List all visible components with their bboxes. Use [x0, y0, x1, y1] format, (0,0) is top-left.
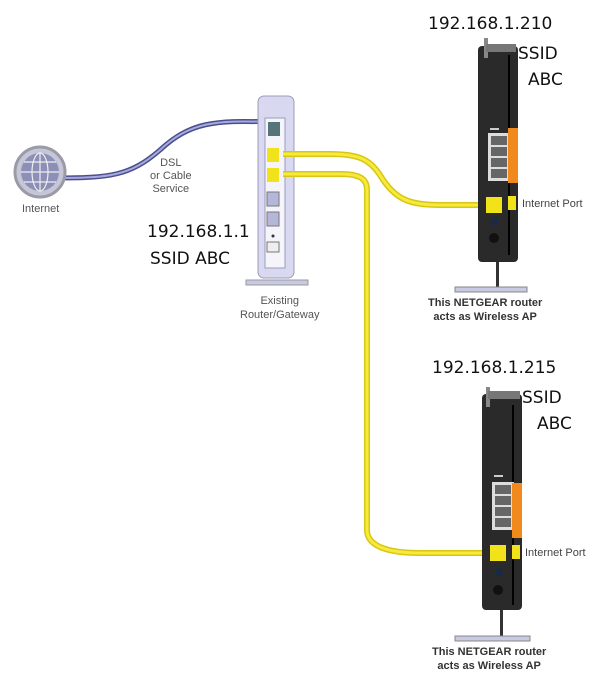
ap2-internet-port-label: Internet Port — [525, 547, 586, 559]
internet-label: Internet — [22, 203, 60, 215]
ap1-internet-port-label: Internet Port — [522, 198, 583, 210]
ap1-ssid-label: SSID — [518, 44, 558, 64]
ap2-ip: 192.168.1.215 — [432, 358, 557, 378]
ap1-ssid-value: ABC — [528, 70, 563, 90]
ap1-caption: This NETGEAR router acts as Wireless AP — [428, 297, 543, 323]
service-label: DSL or Cable Service — [150, 157, 192, 195]
access-point-router-1 — [454, 38, 528, 293]
ap1-ip: 192.168.1.210 — [428, 14, 553, 34]
access-point-router-2 — [454, 387, 531, 642]
gateway-ip: 192.168.1.1 — [147, 222, 250, 242]
ethernet-cables — [283, 151, 488, 556]
ap2-ssid-label: SSID — [522, 388, 562, 408]
gateway-ssid: SSID ABC — [150, 249, 230, 269]
ap2-caption: This NETGEAR router acts as Wireless AP — [432, 646, 547, 672]
gateway-router — [245, 95, 309, 286]
globe-icon — [13, 145, 67, 199]
ap2-ssid-value: ABC — [537, 414, 572, 434]
gateway-caption: Existing Router/Gateway — [240, 295, 320, 321]
